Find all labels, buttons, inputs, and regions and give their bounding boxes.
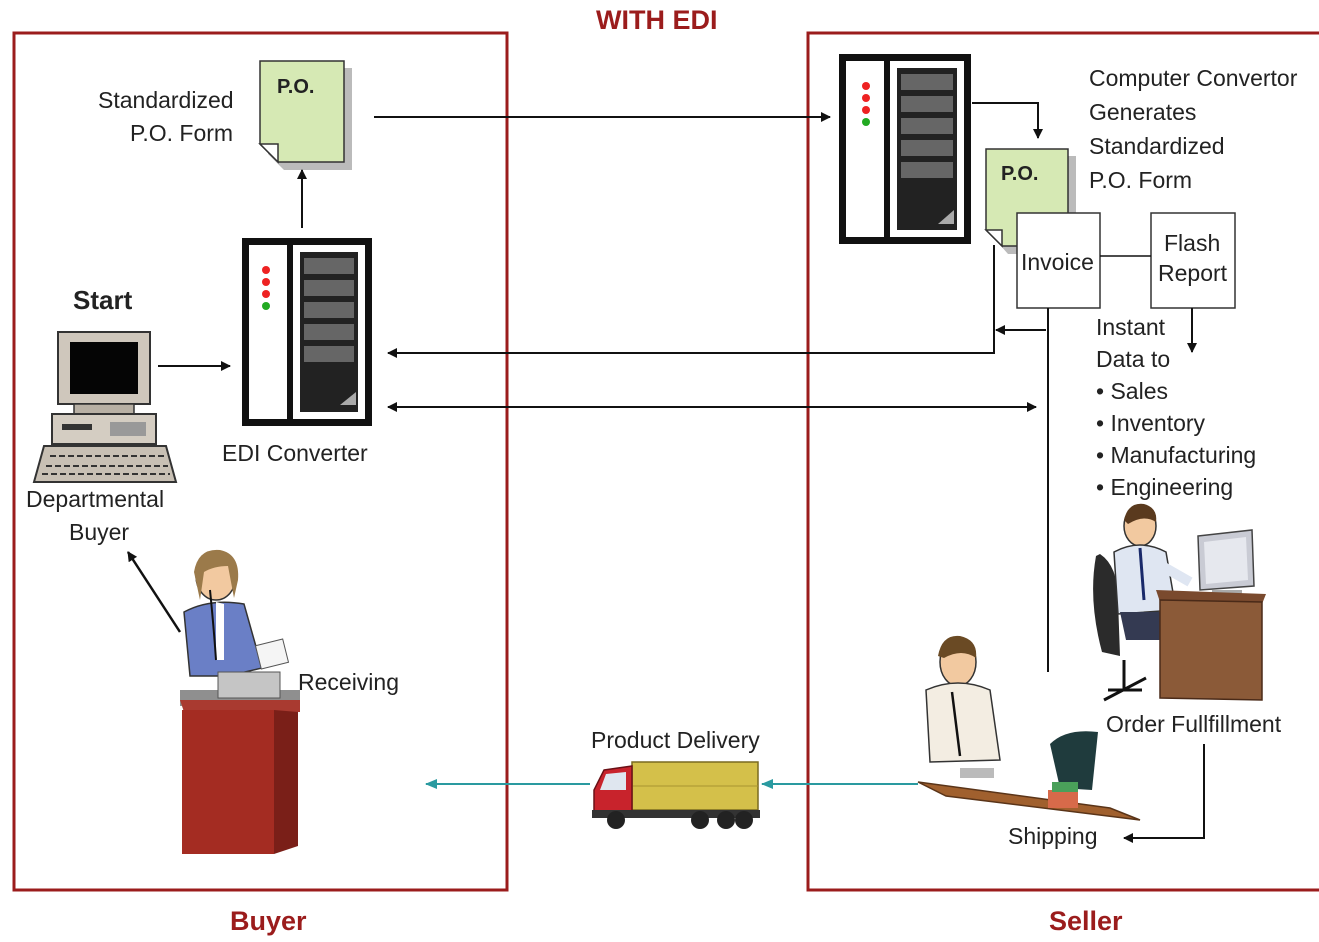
edi-converter-server-icon xyxy=(242,238,372,426)
po-form-label-line1: Standardized xyxy=(98,87,234,113)
product-delivery-label: Product Delivery xyxy=(591,727,760,753)
flash-report-label-line1: Flash xyxy=(1164,230,1221,256)
seller-converter-server-icon xyxy=(839,54,971,244)
flash-report-box xyxy=(1150,212,1236,309)
invoice-label: Invoice xyxy=(1021,249,1094,275)
buyer-section-title: Buyer xyxy=(230,906,307,936)
bullet-engineering-text: Engineering xyxy=(1110,474,1234,500)
receiving-podium-icon xyxy=(180,700,300,854)
order-fulfillment-label: Order Fullfillment xyxy=(1106,711,1282,737)
bullet-sales: • Sales xyxy=(1096,378,1168,404)
seller-section-title: Seller xyxy=(1049,906,1123,936)
converter-text-line1: Computer Convertor xyxy=(1089,65,1298,91)
po-form-label-line2: P.O. Form xyxy=(130,120,234,146)
departmental-buyer-label-line1: Departmental xyxy=(26,486,165,512)
order-fulfillment-worker-icon xyxy=(1093,503,1266,702)
shipping-label: Shipping xyxy=(1008,823,1098,849)
shipping-clerk-icon xyxy=(917,635,1141,821)
seller-po-doc-label: P.O. xyxy=(1001,163,1039,185)
seller-converter-to-po-arrow xyxy=(972,102,1043,139)
start-label: Start xyxy=(73,285,133,315)
edi-converter-label: EDI Converter xyxy=(222,440,368,466)
bullet-manufacturing: • Manufacturing xyxy=(1096,442,1257,468)
fulfillment-to-shipping-arrow xyxy=(1123,744,1205,843)
instant-data-label-line2: Data to xyxy=(1096,346,1171,372)
diagram-title: WITH EDI xyxy=(596,5,718,35)
converter-text-line3: Standardized xyxy=(1089,133,1225,159)
departmental-buyer-label-line2: Buyer xyxy=(69,519,130,545)
receiving-to-buyer-arrow xyxy=(126,551,182,633)
receiving-label: Receiving xyxy=(298,669,399,695)
invoice-return-arrow xyxy=(387,245,995,358)
invoice-box xyxy=(1016,212,1101,309)
bullet-sales-text: Sales xyxy=(1110,378,1168,404)
desktop-computer-icon xyxy=(32,331,178,483)
converter-text-line2: Generates xyxy=(1089,99,1197,125)
bullet-engineering: • Engineering xyxy=(1096,474,1234,500)
buyer-po-document-icon xyxy=(258,60,352,170)
seller-frame xyxy=(806,31,1319,892)
bullet-inventory: • Inventory xyxy=(1096,410,1206,436)
delivery-truck-icon xyxy=(592,761,760,829)
bullet-manufacturing-text: Manufacturing xyxy=(1110,442,1257,468)
buyer-po-doc-label: P.O. xyxy=(277,76,315,98)
receiving-clerk-icon xyxy=(180,549,300,708)
buyer-frame xyxy=(12,31,509,892)
bullet-inventory-text: Inventory xyxy=(1110,410,1206,436)
converter-text-line4: P.O. Form xyxy=(1089,167,1193,193)
flash-report-label-line2: Report xyxy=(1158,260,1228,286)
instant-data-label-line1: Instant xyxy=(1096,314,1166,340)
